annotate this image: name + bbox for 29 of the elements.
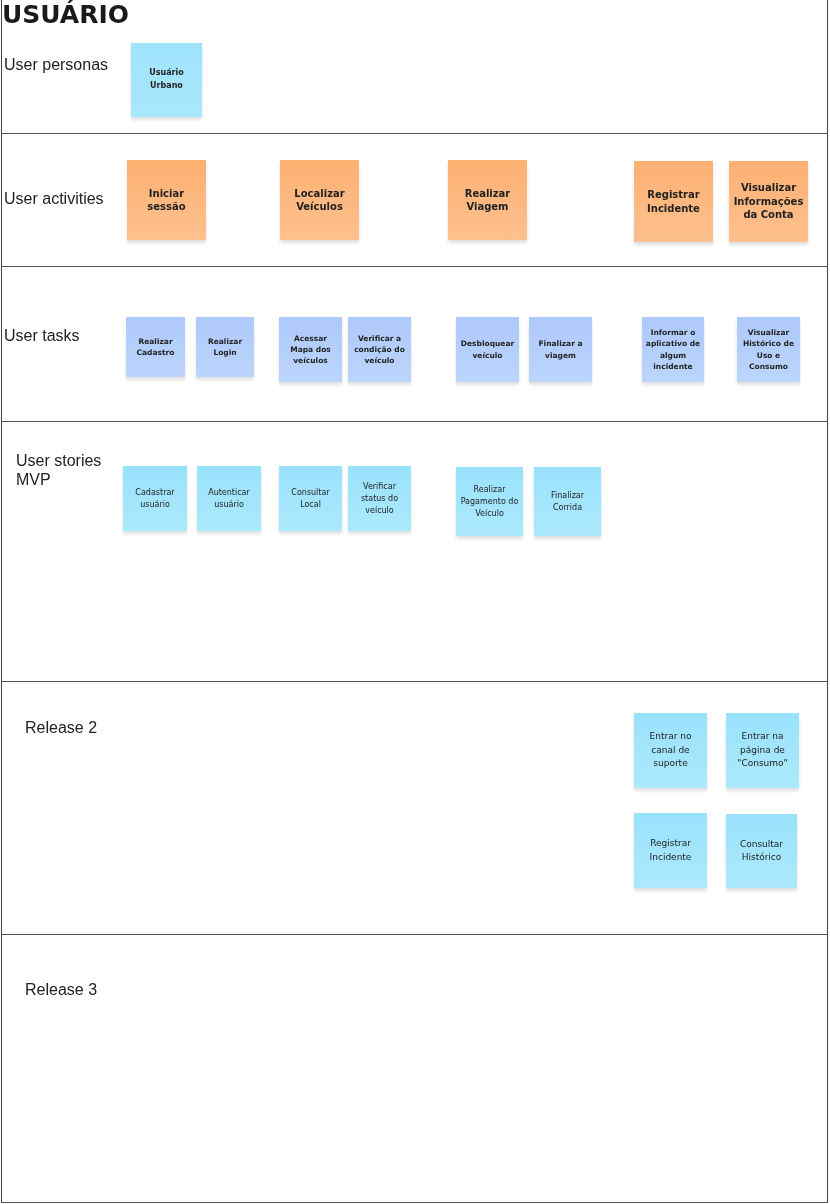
- sticky-note: Entrar na página de "Consumo": [726, 713, 799, 788]
- sticky-note: Entrar no canal de suporte: [634, 713, 707, 788]
- lane-label: Release 3: [25, 980, 98, 999]
- sticky-note: Finalizar Corrida: [534, 467, 601, 536]
- sticky-note: Visualizar Informações da Conta: [729, 161, 808, 242]
- swimlane: [1, 682, 828, 935]
- lane-label: Release 2: [25, 718, 98, 737]
- sticky-note: Usuário Urbano: [131, 43, 202, 117]
- lane-label: User activities: [4, 189, 104, 208]
- sticky-note: Cadastrar usuário: [123, 466, 187, 531]
- sticky-note: Autenticar usuário: [197, 466, 261, 531]
- sticky-note: Verificar status do veículo: [348, 466, 411, 531]
- sticky-note: Consultar Local: [279, 466, 342, 531]
- board-title: USUÁRIO: [2, 0, 129, 29]
- swimlane: [1, 267, 828, 422]
- swimlane: [1, 134, 828, 267]
- sticky-note: Realizar Viagem: [448, 160, 527, 240]
- sticky-note: Registrar Incidente: [634, 161, 713, 242]
- sticky-note: Iniciar sessão: [127, 160, 206, 240]
- sticky-note: Realizar Pagamento do Veículo: [456, 467, 523, 536]
- swimlane: [1, 0, 828, 134]
- swimlane: [1, 422, 828, 682]
- lane-label: User tasks: [4, 326, 80, 345]
- swimlane: [1, 935, 828, 1203]
- sticky-note: Localizar Veículos: [280, 160, 359, 240]
- sticky-note: Consultar Histórico: [726, 814, 797, 888]
- lane-label: User personas: [4, 55, 109, 74]
- lane-label: User stories MVP: [16, 451, 103, 489]
- sticky-note: Registrar Incidente: [634, 813, 707, 888]
